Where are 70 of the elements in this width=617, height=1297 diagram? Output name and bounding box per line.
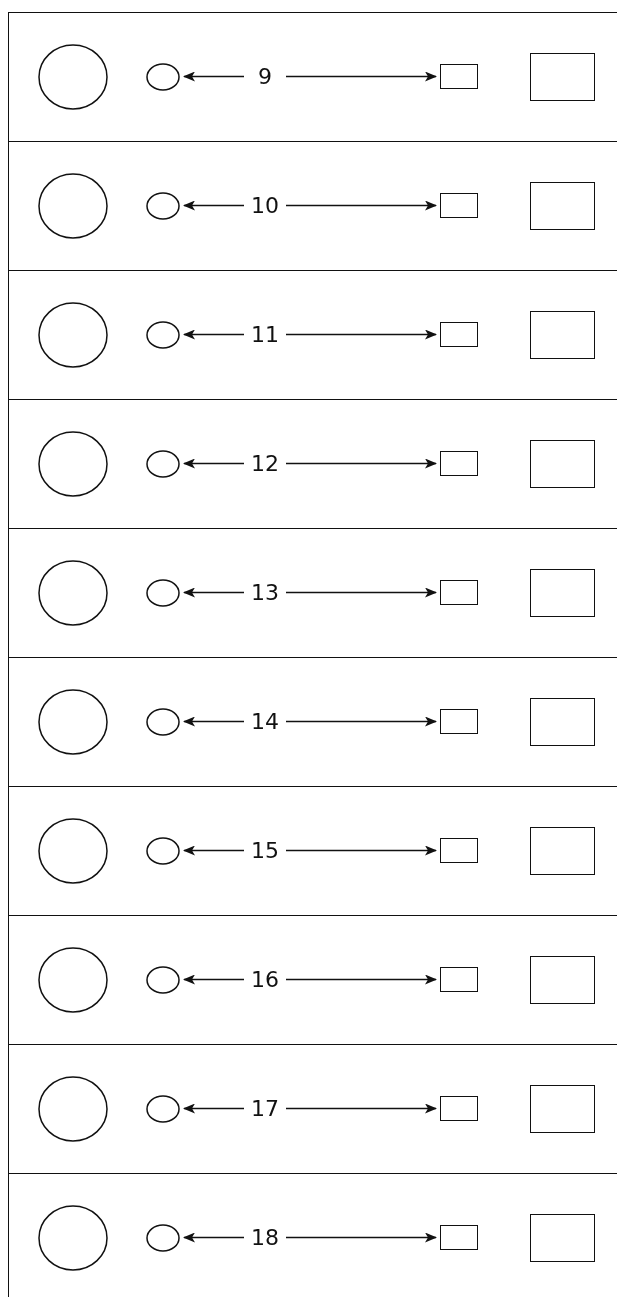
- arrow: [285, 1232, 437, 1243]
- number-label: 17: [248, 1094, 282, 1123]
- arrow: [183, 458, 245, 469]
- square-shape: [440, 580, 478, 605]
- arrow: [183, 716, 245, 727]
- circle-shape: [38, 1204, 108, 1271]
- circle-shape: [146, 707, 180, 736]
- square-shape: [440, 64, 478, 89]
- arrow: [183, 974, 245, 985]
- number-label: 14: [248, 707, 282, 736]
- square-shape: [440, 838, 478, 863]
- arrow: [285, 974, 437, 985]
- arrow: [183, 587, 245, 598]
- square-shape: [529, 826, 595, 875]
- square-shape: [440, 451, 478, 476]
- arrow: [285, 716, 437, 727]
- circle-shape: [146, 836, 180, 865]
- number-label: 9: [248, 62, 282, 91]
- number-label: 16: [248, 965, 282, 994]
- circle-shape: [38, 172, 108, 239]
- circle-shape: [146, 578, 180, 607]
- arrow: [183, 329, 245, 340]
- circle-shape: [146, 965, 180, 994]
- circle-shape: [38, 43, 108, 110]
- square-shape: [529, 955, 595, 1004]
- number-label: 13: [248, 578, 282, 607]
- arrow: [285, 587, 437, 598]
- square-shape: [440, 193, 478, 218]
- arrow: [183, 71, 245, 82]
- number-label: 10: [248, 191, 282, 220]
- circle-shape: [38, 688, 108, 755]
- circle-shape: [146, 1094, 180, 1123]
- square-shape: [529, 439, 595, 488]
- arrow: [183, 1232, 245, 1243]
- circle-shape: [146, 320, 180, 349]
- arrow: [183, 845, 245, 856]
- circle-shape: [146, 1223, 180, 1252]
- square-shape: [440, 709, 478, 734]
- circle-shape: [38, 817, 108, 884]
- square-shape: [440, 1225, 478, 1250]
- square-shape: [529, 697, 595, 746]
- square-shape: [529, 568, 595, 617]
- square-shape: [529, 310, 595, 359]
- number-label: 12: [248, 449, 282, 478]
- circle-shape: [146, 62, 180, 91]
- circle-shape: [146, 449, 180, 478]
- arrow: [285, 458, 437, 469]
- arrow: [183, 200, 245, 211]
- arrow: [285, 1103, 437, 1114]
- circle-shape: [38, 430, 108, 497]
- square-shape: [529, 52, 595, 101]
- arrow: [183, 1103, 245, 1114]
- circle-shape: [38, 559, 108, 626]
- square-shape: [440, 967, 478, 992]
- square-shape: [529, 1084, 595, 1133]
- square-shape: [440, 1096, 478, 1121]
- arrow: [285, 845, 437, 856]
- square-shape: [529, 1213, 595, 1262]
- circle-shape: [146, 191, 180, 220]
- number-label: 15: [248, 836, 282, 865]
- circle-shape: [38, 301, 108, 368]
- number-label: 11: [248, 320, 282, 349]
- circle-shape: [38, 946, 108, 1013]
- number-label: 18: [248, 1223, 282, 1252]
- square-shape: [440, 322, 478, 347]
- arrow: [285, 71, 437, 82]
- square-shape: [529, 181, 595, 230]
- arrow: [285, 200, 437, 211]
- arrow: [285, 329, 437, 340]
- circle-shape: [38, 1075, 108, 1142]
